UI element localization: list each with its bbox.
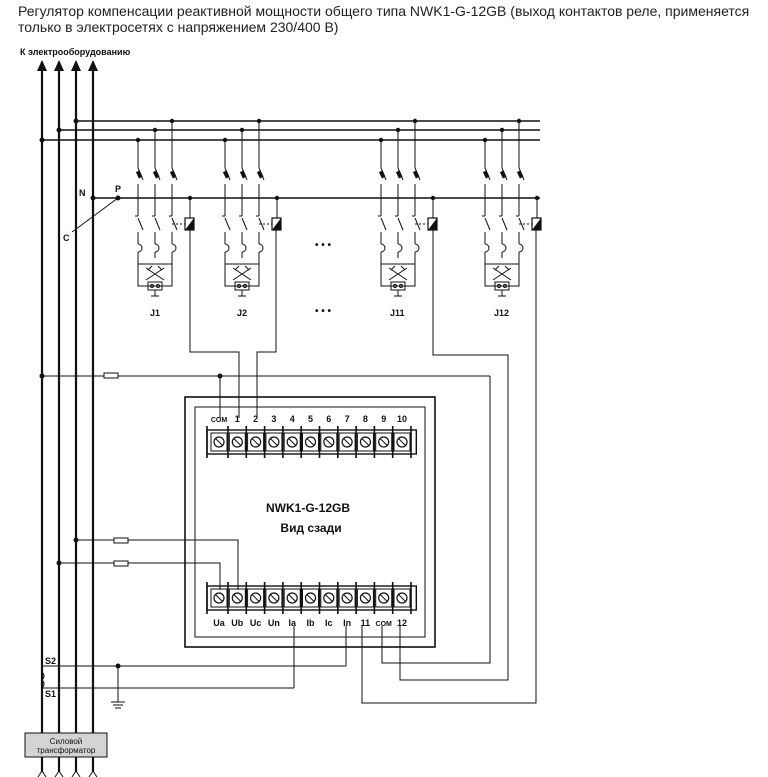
capacitor-group xyxy=(135,118,195,297)
terminal: 9 xyxy=(375,414,394,458)
terminal: In xyxy=(338,582,357,628)
terminal-label: 4 xyxy=(290,414,295,424)
phase-buses xyxy=(39,118,540,143)
terminal-label: 3 xyxy=(271,414,276,424)
ct-wiring: S2 S1 xyxy=(41,626,347,709)
terminal: 6 xyxy=(320,414,339,458)
n-label: N xyxy=(79,188,86,198)
terminal-label: 1 xyxy=(235,414,240,424)
terminal-label: 11 xyxy=(361,618,371,628)
capacitor-groups xyxy=(135,118,542,297)
relay-wiring xyxy=(39,226,537,704)
terminal-label: COM xyxy=(376,621,393,628)
terminal: Ub xyxy=(228,582,248,628)
terminal: Ic xyxy=(320,582,339,628)
terminal-label: Ub xyxy=(231,618,243,628)
terminal-label: 7 xyxy=(345,414,350,424)
terminal: 3 xyxy=(265,414,284,458)
capacitor-group xyxy=(378,118,438,297)
terminal-label: In xyxy=(343,618,351,628)
terminal-label: 12 xyxy=(397,618,407,628)
arrow-up-icon xyxy=(88,60,98,71)
terminal-label: 10 xyxy=(397,414,407,424)
terminal: 4 xyxy=(283,414,303,458)
capacitor-group xyxy=(482,118,542,297)
terminal-label: 2 xyxy=(253,414,258,424)
terminal: 5 xyxy=(302,414,321,458)
arrow-up-icon xyxy=(37,60,47,71)
power-transformer: Силовой трансформатор xyxy=(24,732,108,758)
ellipsis-upper: • • • xyxy=(315,240,332,251)
group-label-j11: J11 xyxy=(390,308,405,318)
terminal: 8 xyxy=(356,414,376,458)
terminal-label: Ia xyxy=(288,618,297,628)
terminal-label: Ib xyxy=(307,618,316,628)
main-vertical-lines xyxy=(37,60,98,777)
capacitor-group xyxy=(222,118,282,297)
group-label-j2: J2 xyxy=(237,308,247,318)
fuses xyxy=(56,372,239,590)
page-title: Регулятор компенсации реактивной мощност… xyxy=(18,3,750,35)
terminal-label: Un xyxy=(268,618,280,628)
bottom-terminal-block: Ua Ub Uc Un Ia Ib Ic In 11 COM 12 xyxy=(206,582,418,628)
terminal: Uc xyxy=(247,582,266,628)
s2-label: S2 xyxy=(45,656,56,666)
terminal: 10 xyxy=(393,414,412,458)
terminal: Ib xyxy=(302,582,321,628)
group-label-j12: J12 xyxy=(494,308,509,318)
terminal: 12 xyxy=(393,582,412,628)
group-label-j1: J1 xyxy=(150,308,160,318)
device-model-label: NWK1-G-12GB xyxy=(266,501,350,515)
terminal: 11 xyxy=(356,582,376,628)
terminal-label: COM xyxy=(211,417,228,424)
device-body: NWK1-G-12GB Вид сзади xyxy=(184,396,436,648)
ellipsis-lower: • • • xyxy=(315,306,332,317)
terminal: COM xyxy=(375,582,394,628)
terminal-label: 8 xyxy=(363,414,368,424)
terminal: 7 xyxy=(338,414,357,458)
arrow-up-icon xyxy=(54,60,64,71)
transformer-label-1: Силовой xyxy=(50,737,83,746)
terminal-label: Ic xyxy=(325,618,333,628)
top-terminal-block: COM 1 2 3 4 5 6 7 8 9 10 xyxy=(206,414,418,458)
terminal: 1 xyxy=(228,414,248,458)
terminal: Un xyxy=(265,582,284,628)
to-equipment-label: К электрооборудованию xyxy=(20,47,131,57)
terminal: Ia xyxy=(283,582,303,628)
terminal: 2 xyxy=(247,414,266,458)
arrow-up-icon xyxy=(71,60,81,71)
c-label: C xyxy=(63,233,70,243)
terminal-label: 5 xyxy=(308,414,313,424)
p-label: P xyxy=(115,184,121,194)
device-view-label: Вид сзади xyxy=(280,521,341,535)
terminal-label: Uc xyxy=(250,618,262,628)
terminal: COM xyxy=(210,417,229,458)
terminal-label: 6 xyxy=(326,414,331,424)
transformer-label-2: трансформатор xyxy=(37,746,96,755)
s1-label: S1 xyxy=(45,689,56,699)
terminal-label: 9 xyxy=(381,414,386,424)
control-line: N P C xyxy=(63,184,540,243)
terminal: Ua xyxy=(210,582,229,628)
terminal-label: Ua xyxy=(213,618,225,628)
